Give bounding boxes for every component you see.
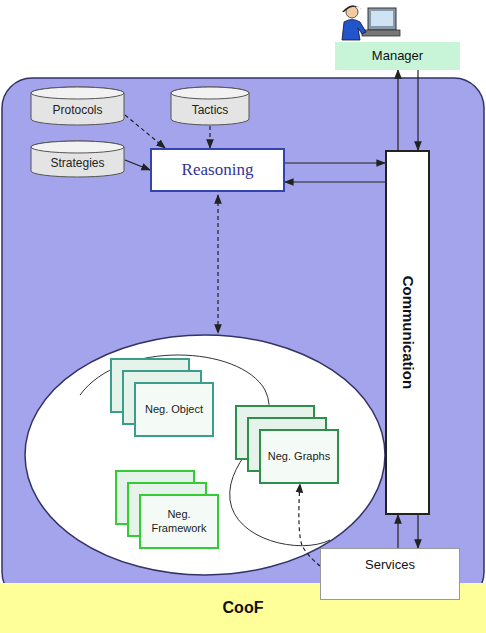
connector-arrow: [285, 181, 385, 182]
text-holder: Neg. Object: [134, 382, 214, 437]
text-holder: Tactics: [170, 94, 250, 126]
protocols-label: Protocols: [52, 103, 102, 118]
connector-arrow: [397, 515, 398, 548]
tactics-label: Tactics: [192, 103, 229, 118]
negotiation-graphs-stack: Neg. Graphs: [235, 405, 339, 484]
coof-label: CooF: [223, 598, 264, 618]
manager-label: Manager: [372, 48, 423, 64]
connector-arrow: [209, 126, 210, 148]
tactics-store: Tactics: [170, 86, 250, 126]
negotiation-object-stack: Neg. Object: [110, 358, 214, 437]
person-icon: [342, 5, 400, 40]
dashed-arrow: [217, 195, 218, 333]
frame: [135, 383, 213, 436]
text-holder: Neg. Framework: [139, 494, 219, 549]
text-holder: Services: [321, 549, 459, 573]
cylinder-top: [31, 87, 124, 99]
text-holder: Strategies: [30, 148, 125, 178]
text-holder: Protocols: [30, 94, 125, 126]
text-holder: Neg. Graphs: [259, 429, 339, 484]
strategies-store: Strategies: [30, 140, 125, 178]
negotiation-object-label: Neg. Object: [145, 403, 203, 417]
text-holder: Manager: [335, 42, 460, 70]
services-box: Services: [320, 548, 460, 600]
frame-stack: [235, 405, 339, 484]
communication-label: Communication: [398, 276, 417, 389]
text-holder: Communication: [387, 152, 428, 513]
connector-arrow: [285, 162, 385, 163]
agent-panel: [2, 78, 484, 602]
frame: [260, 430, 338, 483]
reasoning-label: Reasoning: [182, 159, 254, 180]
frame-stack: [110, 358, 214, 437]
knowledge-ellipse: [25, 335, 385, 575]
services-label: Services: [365, 557, 415, 573]
connector-arrow: [397, 70, 398, 150]
communication-box: Communication: [385, 150, 430, 515]
connector-arrow: [417, 70, 418, 150]
reasoning-box: Reasoning: [150, 148, 285, 192]
connector-arrow: [125, 160, 150, 170]
cylinder-body: [31, 141, 124, 177]
cylinder-body: [31, 87, 124, 125]
text-holder: Reasoning: [152, 150, 283, 190]
manager-box: Manager: [335, 42, 460, 70]
negotiation-graphs-label: Neg. Graphs: [268, 450, 330, 464]
cylinder-body: [171, 87, 249, 125]
connector-arrow: [417, 515, 418, 548]
negotiation-framework-stack: Neg. Framework: [115, 470, 219, 549]
strategies-label: Strategies: [50, 156, 104, 171]
connector-arrow: [125, 115, 165, 148]
frame-stack: [115, 470, 219, 549]
negotiation-framework-label: Neg. Framework: [142, 508, 216, 536]
cylinder-top: [171, 87, 249, 99]
frame: [140, 495, 218, 548]
protocols-store: Protocols: [30, 86, 125, 126]
cylinder-top: [31, 141, 124, 153]
connector-arrow: [299, 484, 320, 566]
